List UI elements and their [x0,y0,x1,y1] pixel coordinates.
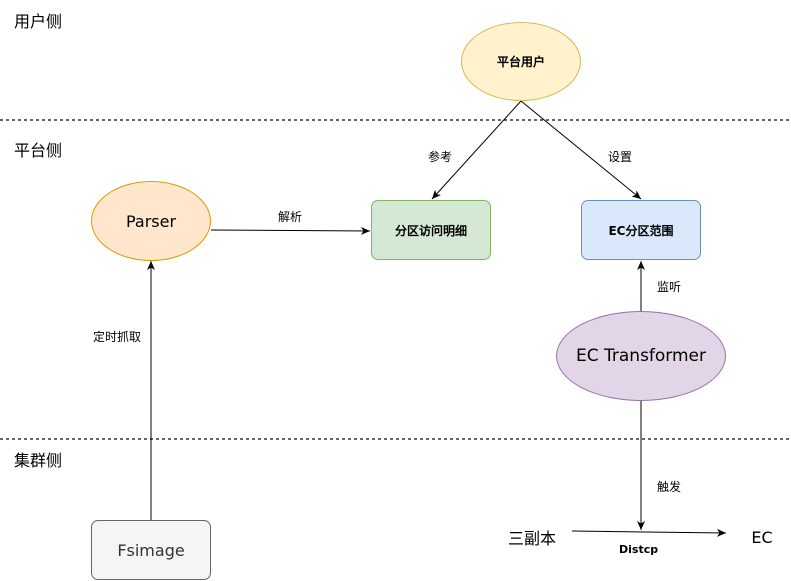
zone-label-platform-side: 平台侧 [14,141,63,160]
edge-user-to-detail [431,100,522,200]
node-ec-transformer-label: EC Transformer [575,346,707,366]
node-ec-partition-range[interactable]: EC分区范围 [581,200,701,260]
edge-label-scheduled-fetch: 定时抓取 [93,330,142,344]
node-platform-user[interactable]: 平台用户 [461,22,581,101]
edge-parser-to-detail [210,226,371,235]
edge-label-trigger: 触发 [657,480,682,494]
node-three-replica[interactable]: 三副本 [500,524,564,550]
node-parser-label: Parser [125,211,177,231]
edge-user-to-ec-range [520,100,642,200]
edge-label-monitor: 监听 [657,280,682,294]
zone-label-cluster-side: 集群侧 [14,451,63,470]
node-platform-user-label: 平台用户 [496,55,545,69]
node-parser[interactable]: Parser [91,181,211,261]
node-three-replica-label: 三副本 [507,529,556,548]
edge-label-reference: 参考 [428,150,453,164]
node-partition-access-detail-label: 分区访问明细 [394,223,467,238]
edge-label-distcp: Distcp [619,543,659,556]
edge-replica-to-ec [571,528,727,537]
node-partition-access-detail[interactable]: 分区访问明细 [371,200,491,260]
node-fsimage-label: Fsimage [117,540,185,560]
node-ec-label: EC [751,527,773,547]
node-ec-partition-range-label: EC分区范围 [608,223,674,238]
node-fsimage[interactable]: Fsimage [91,520,211,580]
node-ec[interactable]: EC [740,524,784,550]
node-ec-transformer[interactable]: EC Transformer [556,311,726,401]
edge-label-settings: 设置 [608,150,633,164]
zone-label-user-side: 用户侧 [14,12,63,31]
edge-label-parse: 解析 [278,210,303,224]
